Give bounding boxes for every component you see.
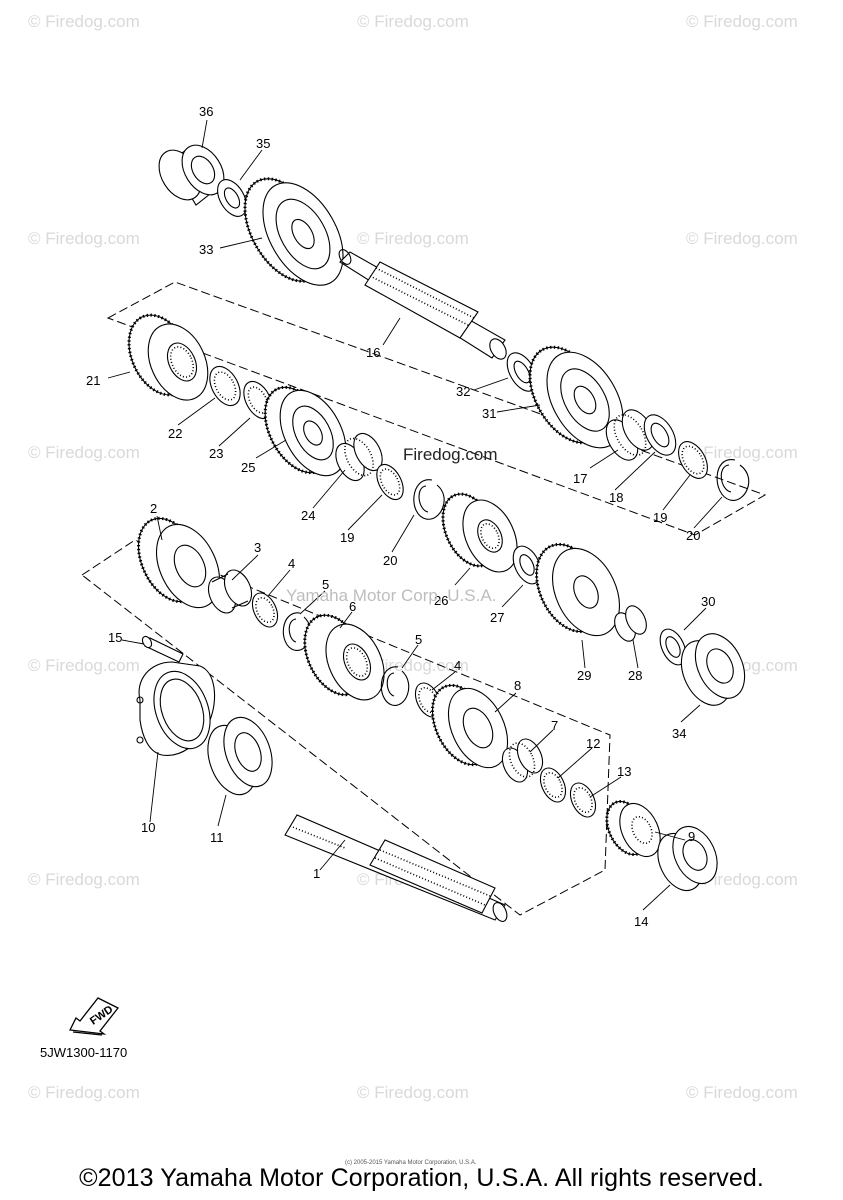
- callout-24: 24: [301, 508, 315, 523]
- callout-12: 12: [586, 736, 600, 751]
- bearing-14-icon: [657, 825, 718, 892]
- callout-19b: 19: [340, 530, 354, 545]
- washer-4-icon: [251, 592, 279, 628]
- washer-18-icon: [643, 414, 677, 456]
- callout-5b: 5: [415, 632, 422, 647]
- gear-31-icon: [528, 345, 624, 449]
- callout-23: 23: [209, 446, 223, 461]
- circlip-20-icon: [716, 459, 750, 501]
- circlip-13-icon: [569, 782, 597, 818]
- gear-25-icon: [263, 385, 347, 477]
- watermark: © Firedog.com: [686, 12, 798, 31]
- callout-16: 16: [366, 345, 380, 360]
- center-watermark: Firedog.com: [403, 445, 498, 464]
- watermark: © Firedog.com: [28, 1083, 140, 1102]
- watermark: © Firedog.com: [357, 229, 469, 248]
- screw-15-icon: [141, 635, 184, 663]
- forward-arrow-icon: FWD: [69, 997, 120, 1036]
- needle-bearing-7-icon: [501, 738, 544, 783]
- bearing-11-icon: [207, 716, 273, 796]
- callout-17: 17: [573, 471, 587, 486]
- callout-26: 26: [434, 593, 448, 608]
- callout-21: 21: [86, 373, 100, 388]
- gear-29-icon: [535, 542, 620, 637]
- callout-20: 20: [686, 528, 700, 543]
- watermark: © Firedog.com: [686, 229, 798, 248]
- callout-6: 6: [349, 599, 356, 614]
- fine-print: (c) 2005-2015 Yamaha Motor Corporation, …: [345, 1160, 477, 1166]
- splined-washer-22-icon: [209, 365, 241, 407]
- callout-32: 32: [456, 384, 470, 399]
- callout-7: 7: [551, 718, 558, 733]
- watermark: © Firedog.com: [28, 12, 140, 31]
- callout-22: 22: [168, 426, 182, 441]
- callout-18: 18: [609, 490, 623, 505]
- drawing-code: 5JW1300-1170: [40, 1045, 128, 1060]
- collar-28-icon: [614, 605, 647, 642]
- watermark: © Firedog.com: [28, 656, 140, 675]
- gear-33-icon: [243, 177, 344, 286]
- splined-washer-19-icon: [678, 441, 708, 479]
- gear-6-icon: [303, 613, 385, 701]
- callout-25: 25: [241, 460, 255, 475]
- circlip-20b-icon: [413, 479, 445, 520]
- callout-28: 28: [628, 668, 642, 683]
- assembly-outline-upper: [106, 281, 767, 536]
- callout-13: 13: [617, 764, 631, 779]
- callout-29: 29: [577, 668, 591, 683]
- assembly-outline-lower: [81, 539, 611, 916]
- shaft-1-icon: [284, 814, 508, 922]
- callout-30: 30: [701, 594, 715, 609]
- leader-lines: [107, 119, 723, 911]
- bearing-34-icon: [680, 633, 746, 706]
- callout-3: 3: [254, 540, 261, 555]
- callout-36: 36: [199, 104, 213, 119]
- brand-watermark: Yamaha Motor Corp, U.S.A.: [286, 586, 497, 605]
- watermark: © Firedog.com: [28, 870, 140, 889]
- callout-1: 1: [313, 866, 320, 881]
- watermark: © Firedog.com: [686, 443, 798, 462]
- watermark: © Firedog.com: [357, 12, 469, 31]
- watermark: © Firedog.com: [357, 1083, 469, 1102]
- callout-15: 15: [108, 630, 122, 645]
- collar-3-icon: [207, 569, 253, 614]
- callout-4b: 4: [454, 658, 461, 673]
- callout-31: 31: [482, 406, 496, 421]
- splined-washer-19b-icon: [376, 463, 404, 501]
- watermark: © Firedog.com: [357, 656, 469, 675]
- washer-27-icon: [512, 545, 542, 585]
- watermark: © Firedog.com: [686, 1083, 798, 1102]
- callout-34: 34: [672, 726, 686, 741]
- callout-19: 19: [653, 510, 667, 525]
- callout-4: 4: [288, 556, 295, 571]
- shaft-16-icon: [338, 249, 507, 360]
- gear-26-icon: [441, 492, 518, 573]
- callout-27: 27: [490, 610, 504, 625]
- callout-8: 8: [514, 678, 521, 693]
- callout-2: 2: [150, 501, 157, 516]
- callout-11: 11: [210, 830, 224, 845]
- callout-33: 33: [199, 242, 213, 257]
- callout-labels: 36 35 33 16 32 31 17 18 19 20 21 22 23 2…: [86, 104, 715, 929]
- washer-35-icon: [217, 179, 247, 217]
- gear-9-icon: [605, 800, 661, 858]
- watermark: © Firedog.com: [28, 229, 140, 248]
- watermark: © Firedog.com: [28, 443, 140, 462]
- bearing-retainer-10-icon: [136, 661, 216, 756]
- needle-bearing-24-icon: [335, 432, 383, 482]
- copyright-notice: ©2013 Yamaha Motor Corporation, U.S.A. A…: [79, 1164, 764, 1192]
- callout-20b: 20: [383, 553, 397, 568]
- gear-8-icon: [430, 683, 509, 769]
- callout-5: 5: [322, 577, 329, 592]
- callout-9: 9: [688, 829, 695, 844]
- gear-2-icon: [137, 516, 221, 609]
- callout-10: 10: [141, 820, 155, 835]
- circlip-5b-icon: [380, 666, 410, 706]
- gear-21-icon: [127, 313, 209, 401]
- callout-35: 35: [256, 136, 270, 151]
- callout-14: 14: [634, 914, 648, 929]
